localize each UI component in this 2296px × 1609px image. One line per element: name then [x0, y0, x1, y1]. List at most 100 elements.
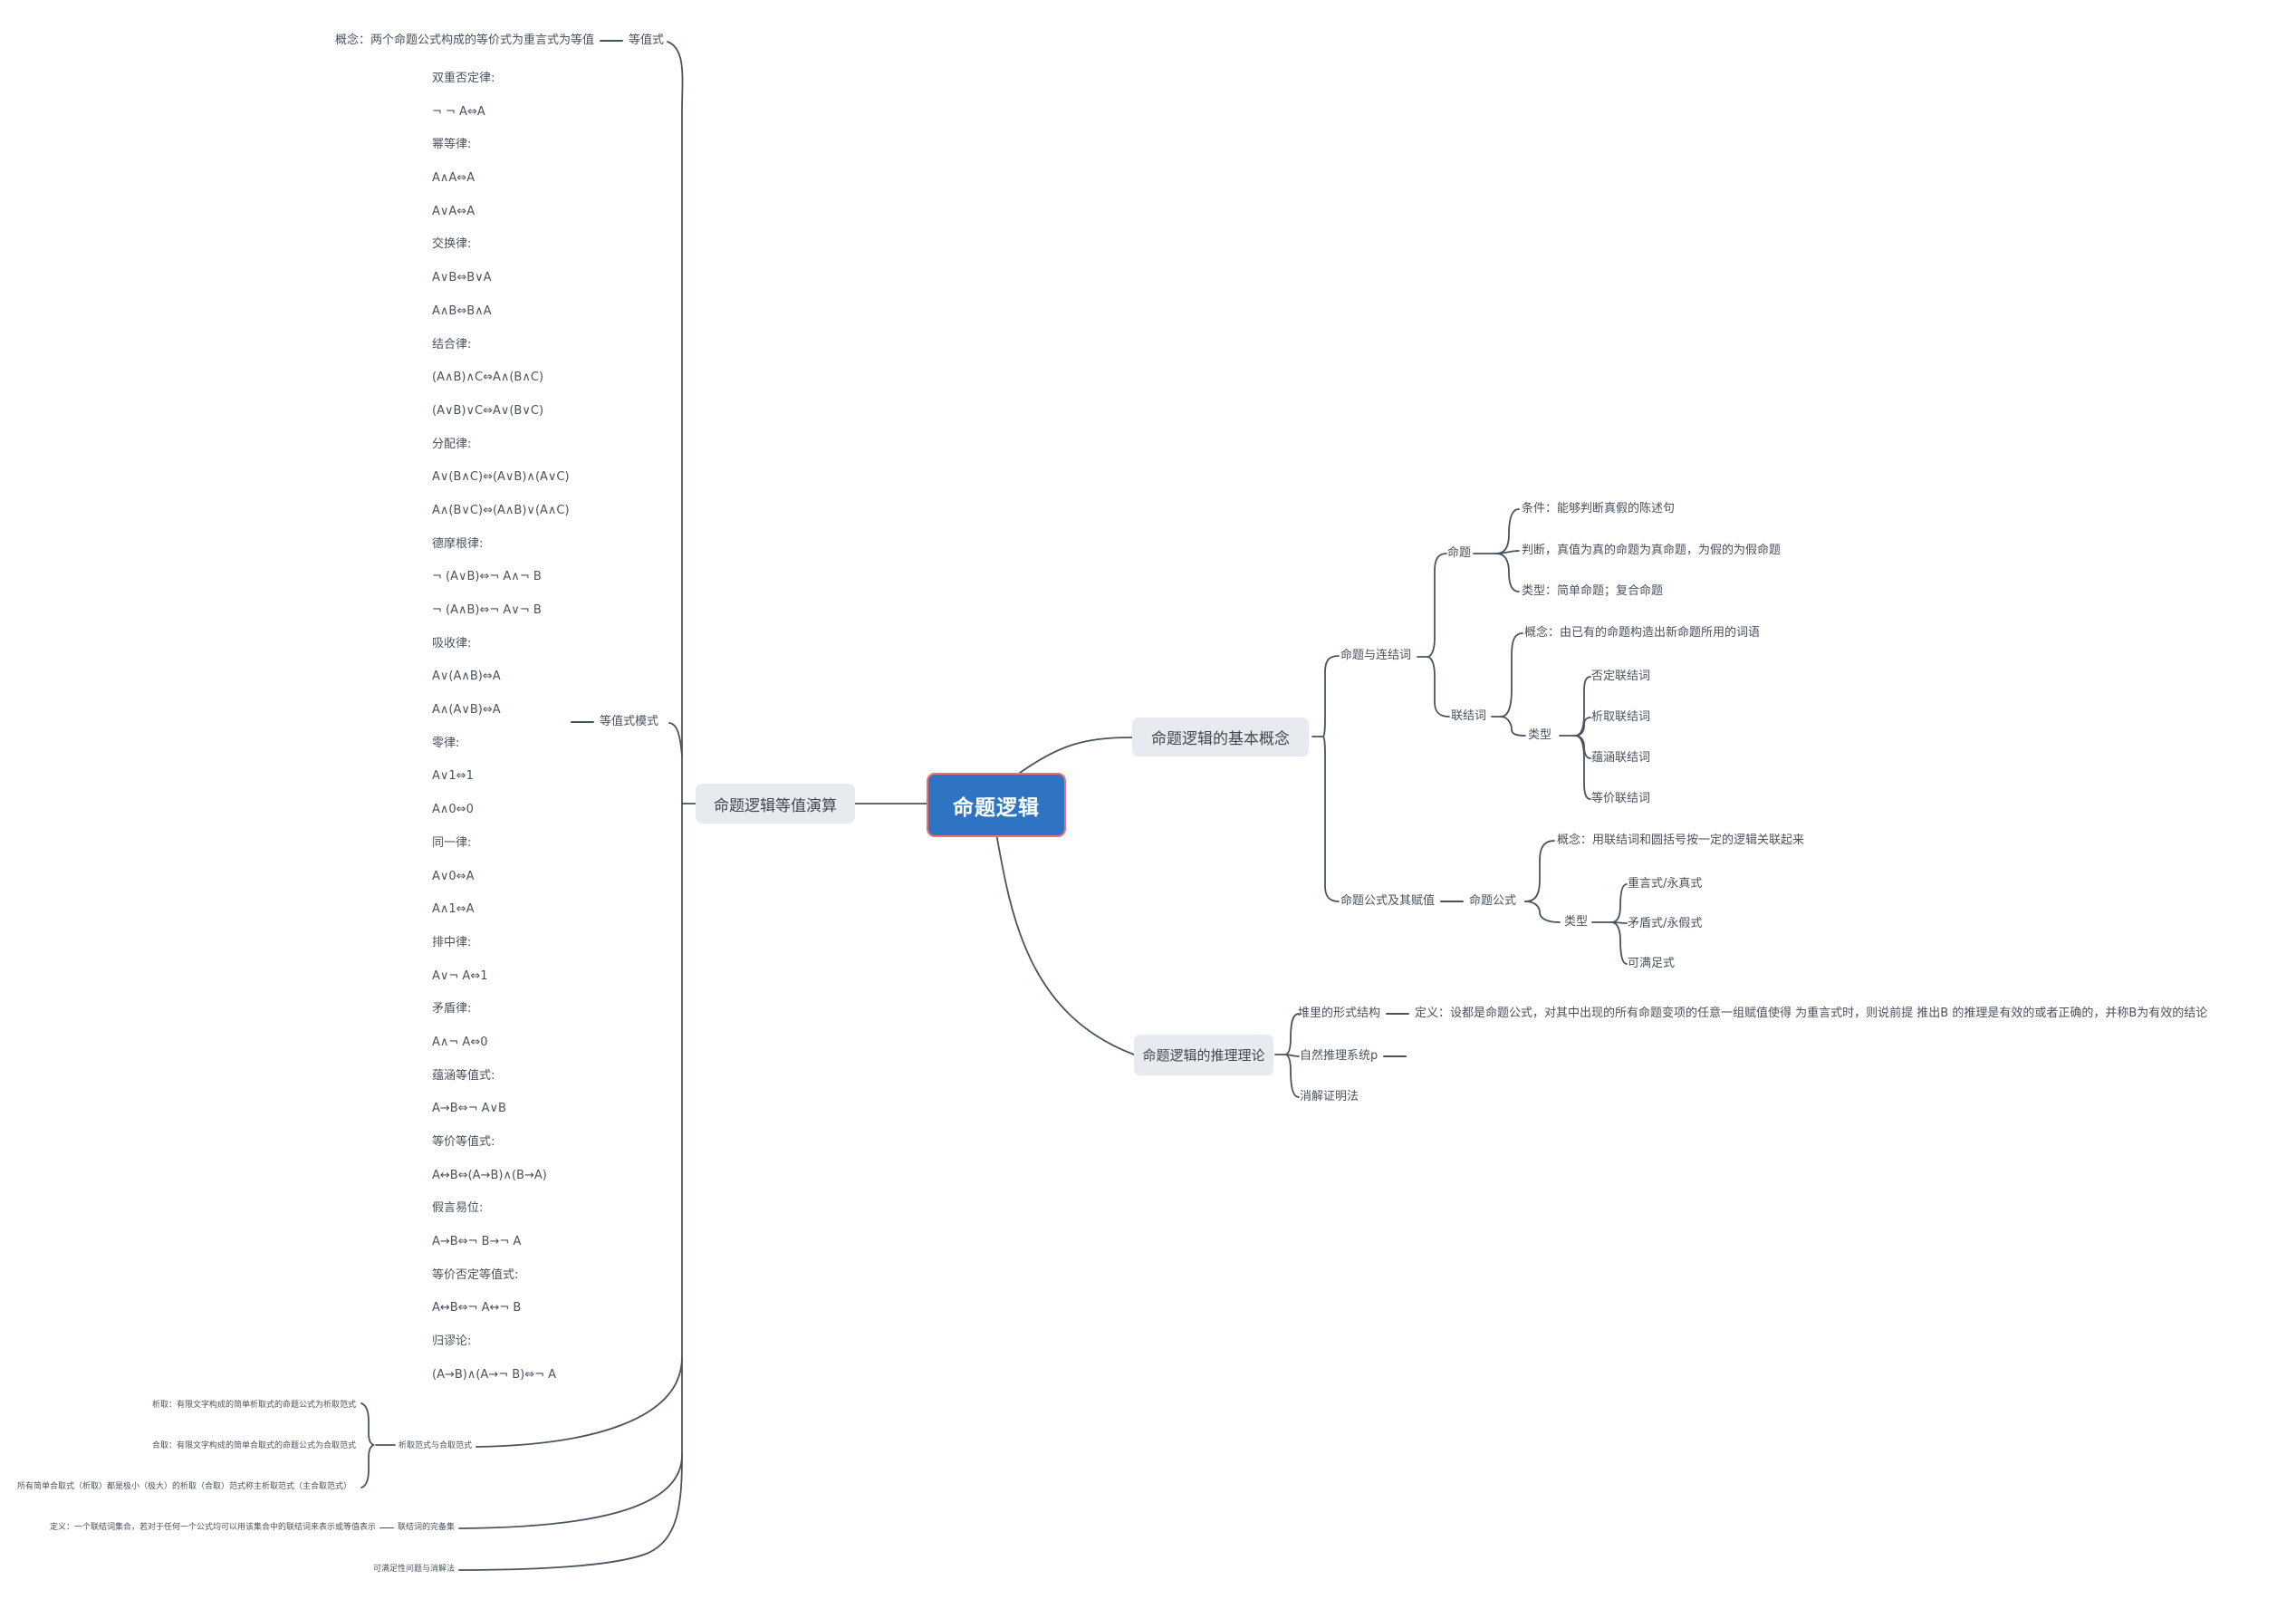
natural-system-row: 自然推理系统p — [1300, 1050, 1412, 1063]
law-line[interactable]: ¬ ¬ A⇔A — [432, 104, 485, 119]
edge-formula-up — [1524, 840, 1555, 902]
law-line[interactable]: 等价否定等值式: — [432, 1267, 519, 1282]
complete-set-definition[interactable]: 定义：一个联结词集合，若对于任何一个公式均可以用该集合中的联结词来表示或等值表示 — [49, 1523, 376, 1532]
edge-conn-up — [1500, 632, 1523, 718]
edge-concepts-down — [1322, 736, 1340, 902]
law-line[interactable]: 零律: — [432, 736, 460, 750]
node-resolution[interactable]: 消解证明法 — [1300, 1090, 1359, 1103]
law-line[interactable]: 等价等值式: — [432, 1135, 495, 1149]
proposition-item[interactable]: 类型：简单命题；复合命题 — [1522, 584, 1664, 598]
dash-connector — [379, 1527, 394, 1529]
normal-form-principal[interactable]: 所有简单合取式（析取）都是极小（极大）的析取（合取）范式称主析取范式（主合取范式… — [16, 1482, 351, 1491]
law-line[interactable]: 交换律: — [432, 237, 472, 252]
proposition-item[interactable]: 条件：能够判断真假的陈述句 — [1522, 502, 1676, 515]
root-node[interactable]: 命题逻辑 — [927, 773, 1066, 837]
law-line[interactable]: A→B⇔¬ A∨B — [432, 1102, 506, 1116]
law-line[interactable]: A∧¬ A⇔0 — [432, 1035, 488, 1049]
edge-root-inference — [995, 833, 1135, 1055]
equivalence-laws-list: 双重否定律: ¬ ¬ A⇔A 幂等律: A∧A⇔A A∨A⇔A 交换律: A∨B⇔B∨A A∧… — [432, 72, 570, 1382]
formula-type-item[interactable]: 可满足式 — [1628, 957, 1676, 970]
node-prop-and-connectives[interactable]: 命题与连结词 — [1340, 649, 1412, 662]
law-line[interactable]: (A∧B)∧C⇔A∧(B∧C) — [432, 371, 544, 385]
equivalence-concept-text[interactable]: 概念：两个命题公式构成的等价式为重言式为等值 — [334, 34, 594, 47]
law-line[interactable]: A∨B⇔B∨A — [432, 271, 492, 285]
law-line[interactable]: (A∨B)∨C⇔A∨(B∨C) — [432, 403, 544, 418]
law-line[interactable]: 吸收律: — [432, 636, 472, 650]
node-complete-set[interactable]: 联结词的完备集 — [397, 1523, 455, 1532]
edge-ftype-1 — [1610, 883, 1628, 923]
node-connective[interactable]: 联结词 — [1451, 709, 1487, 723]
law-line[interactable]: 分配律: — [432, 437, 472, 451]
law-line[interactable]: ¬ (A∧B)⇔¬ A∨¬ B — [432, 603, 542, 617]
law-line[interactable]: A∧A⇔A — [432, 171, 476, 186]
node-equivalence[interactable]: 等值式 — [628, 34, 664, 47]
dash-connector — [1383, 1055, 1407, 1057]
connective-concept[interactable]: 概念：由已有的命题构造出新命题所用的词语 — [1524, 626, 1761, 640]
law-line[interactable]: 假言易位: — [432, 1201, 484, 1216]
edge-ftype-3 — [1610, 921, 1628, 965]
node-formula-assignment[interactable]: 命题公式及其赋值 — [1340, 894, 1436, 908]
law-line[interactable]: A∧0⇔0 — [432, 803, 474, 817]
law-line[interactable]: A∨(A∧B)⇔A — [432, 670, 501, 684]
proposition-item[interactable]: 判断，真值为真的命题为真命题，为假的为假命题 — [1522, 543, 1782, 557]
law-line[interactable]: A∧(A∨B)⇔A — [432, 703, 501, 718]
connective-type-item[interactable]: 等价联结词 — [1591, 792, 1651, 805]
law-line[interactable]: A∨A⇔A — [432, 204, 476, 218]
law-line[interactable]: (A→B)∧(A→¬ B)⇔¬ A — [432, 1367, 557, 1382]
formula-concept[interactable]: 概念：用联结词和圆括号按一定的逻辑关联起来 — [1557, 833, 1805, 847]
law-line[interactable]: A↔B⇔¬ A↔¬ B — [432, 1301, 522, 1315]
edge-conn-down — [1500, 716, 1526, 737]
node-basic-concepts[interactable]: 命题逻辑的基本概念 — [1132, 718, 1309, 756]
formula-type-item[interactable]: 矛盾式/永假式 — [1628, 917, 1703, 930]
normal-form-conjunctive[interactable]: 合取：有限文字构成的简单合取式的命题公式为合取范式 — [151, 1441, 356, 1450]
law-line[interactable]: A∧B⇔B∧A — [432, 303, 492, 318]
law-line[interactable]: A∧1⇔A — [432, 902, 475, 917]
law-line[interactable]: 同一律: — [432, 835, 472, 850]
law-line[interactable]: 双重否定律: — [432, 72, 495, 85]
node-equivalence-calculus[interactable]: 命题逻辑等值演算 — [696, 784, 855, 824]
law-line[interactable]: A→B⇔¬ B→¬ A — [432, 1235, 522, 1249]
law-line[interactable]: A∧(B∨C)⇔(A∧B)∨(A∧C) — [432, 503, 570, 517]
edge-normal-forms-bracket — [360, 1402, 375, 1489]
edge-inf-1 — [1285, 1013, 1300, 1055]
equivalence-concept-row: 概念：两个命题公式构成的等价式为重言式为等值 等值式 — [335, 34, 664, 47]
node-normal-forms[interactable]: 析取范式与合取范式 — [399, 1441, 473, 1450]
law-line[interactable]: 矛盾律: — [432, 1002, 472, 1016]
connective-type-item[interactable]: 否定联结词 — [1591, 670, 1651, 683]
law-line[interactable]: 幂等律: — [432, 138, 472, 152]
proposition-items: 条件：能够判断真假的陈述句判断，真值为真的命题为真命题，为假的为假命题类型：简单… — [1522, 503, 1781, 598]
law-line[interactable]: 结合律: — [432, 337, 472, 352]
connective-type-items: 否定联结词析取联结词蕴涵联结词等价联结词 — [1591, 670, 1650, 805]
node-form-structure[interactable]: 堆里的形式结构 — [1298, 1007, 1381, 1020]
node-formula-types[interactable]: 类型 — [1564, 915, 1589, 929]
node-proposition[interactable]: 命题 — [1447, 546, 1472, 560]
form-structure-definition[interactable]: 定义：设都是命题公式，对其中出现的所有命题变项的任意一组赋值使得 为重言式时，则… — [1415, 1007, 2208, 1020]
law-line[interactable]: A∨(B∧C)⇔(A∨B)∧(A∨C) — [432, 470, 570, 485]
connective-type-item[interactable]: 蕴涵联结词 — [1591, 751, 1651, 765]
law-line[interactable]: A↔B⇔(A→B)∧(B→A) — [432, 1168, 547, 1182]
law-line[interactable]: 排中律: — [432, 935, 472, 949]
connective-type-item[interactable]: 析取联结词 — [1591, 710, 1651, 724]
normal-form-disjunctive[interactable]: 析取：有限文字构成的简单析取式的命题公式为析取范式 — [151, 1401, 356, 1410]
node-inference-theory[interactable]: 命题逻辑的推理理论 — [1134, 1035, 1273, 1075]
law-line[interactable]: A∨0⇔A — [432, 869, 475, 883]
node-natural-system[interactable]: 自然推理系统p — [1300, 1049, 1379, 1063]
node-satisfiability[interactable]: 可满足性问题与消解法 — [372, 1565, 455, 1574]
law-line[interactable]: ¬ (A∨B)⇔¬ A∧¬ B — [432, 570, 542, 584]
node-connective-types[interactable]: 类型 — [1528, 728, 1552, 742]
pattern-row: 等值式模式 — [571, 716, 658, 728]
edge-normal-forms — [476, 1356, 683, 1448]
formula-type-item[interactable]: 重言式/永真式 — [1628, 877, 1703, 891]
law-line[interactable]: 蕴涵等值式: — [432, 1068, 495, 1083]
law-line[interactable]: A∨¬ A⇔1 — [432, 968, 488, 983]
edge-pc-down — [1427, 656, 1450, 718]
dash-connector — [1440, 901, 1465, 902]
node-pattern[interactable]: 等值式模式 — [600, 715, 659, 728]
law-line[interactable]: 德摩根律: — [432, 536, 484, 551]
node-formula[interactable]: 命题公式 — [1469, 894, 1517, 908]
edge-ctype-4 — [1574, 735, 1591, 800]
law-line[interactable]: A∨1⇔1 — [432, 769, 474, 784]
law-line[interactable]: 归谬论: — [432, 1334, 472, 1349]
